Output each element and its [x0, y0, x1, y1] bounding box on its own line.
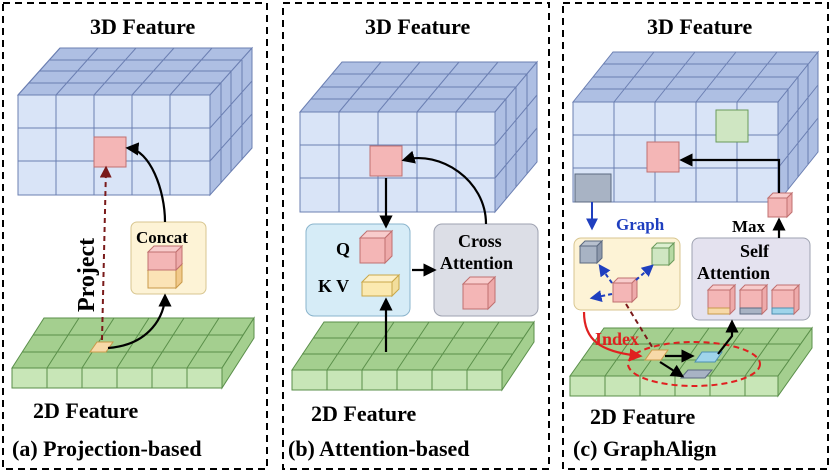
index-arrow: [582, 311, 643, 362]
graph-box: [573, 237, 681, 311]
graph-node-center: [611, 276, 639, 304]
panel-b-bottom-label: 2D Feature: [311, 401, 417, 426]
concat-to-voxel-arrow: [125, 142, 167, 223]
panel-c-top-label: 3D Feature: [647, 14, 753, 39]
index-region-ellipse: [627, 341, 761, 387]
self-attention-stack-1: [706, 283, 737, 316]
pixel-to-gray-arrow: [659, 361, 685, 378]
panel-a-voxel-grid: [16, 46, 254, 197]
q-label: Q: [336, 239, 350, 259]
panel-b-plane: [291, 320, 535, 392]
max-to-voxel-arrow: [679, 153, 781, 193]
plane-to-concat-arrow: [107, 293, 172, 350]
gray-neighbor-voxel: [574, 173, 612, 203]
kv-label: K V: [318, 276, 349, 296]
target-voxel: [369, 145, 403, 177]
self-attention-line2: Attention: [697, 263, 770, 283]
max-label: Max: [732, 217, 766, 236]
target-voxel: [93, 136, 127, 168]
cross-attention-box: Cross Attention: [433, 223, 539, 317]
panel-a-plane: [11, 316, 255, 390]
panel-attention-based: 3D Feature Q K V: [282, 2, 550, 470]
concat-stack: [146, 244, 184, 290]
self-attention-line1: Self: [740, 241, 770, 261]
concat-box: Concat: [130, 221, 207, 295]
project-dashed-arrow: [99, 165, 112, 341]
target-voxel: [646, 141, 680, 173]
panel-a-frame: [2, 2, 268, 470]
panel-graphalign: 3D Feature Graph: [562, 2, 829, 470]
projected-pixel: [89, 341, 114, 353]
qkv-box: Q K V: [305, 223, 411, 317]
panel-c-frame: [562, 2, 829, 470]
panel-c-bottom-label: 2D Feature: [590, 404, 696, 429]
indexed-pixel-gray: [679, 369, 714, 379]
green-neighbor-voxel: [715, 109, 749, 143]
concat-label: Concat: [136, 228, 188, 247]
cross-attention-line2: Attention: [440, 253, 513, 273]
indexed-pixel-center: [644, 349, 669, 361]
project-label: Project: [74, 238, 100, 312]
cross-attention-line1: Cross: [458, 231, 502, 251]
panel-a-bottom-label: 2D Feature: [33, 398, 139, 423]
panel-a-top-label: 3D Feature: [90, 14, 196, 39]
self-attention-box: Self Attention: [691, 237, 811, 321]
self-attention-stack-2: [738, 283, 769, 316]
indexed-pixel-blue: [694, 351, 723, 363]
self-attention-stack-3: [770, 283, 801, 316]
panel-a-caption: (a) Projection-based: [12, 436, 202, 461]
panel-projection-based: 3D Feature Project Concat: [2, 2, 268, 470]
panel-b-voxel-grid: [298, 60, 539, 214]
attention-to-voxel-arrow: [401, 150, 488, 225]
panel-c-voxel-grid: [571, 50, 820, 204]
panel-b-top-label: 3D Feature: [365, 14, 471, 39]
attention-output-cube: [461, 275, 497, 311]
graph-node-gray: [578, 239, 604, 265]
panel-c-caption: (c) GraphAlign: [573, 436, 717, 461]
max-output-cube: [766, 191, 794, 219]
index-label: Index: [595, 329, 639, 349]
panel-b-caption: (b) Attention-based: [288, 436, 470, 461]
query-cube: [358, 229, 394, 265]
graph-node-green: [650, 241, 676, 267]
graph-label: Graph: [616, 215, 665, 234]
plane-to-attention-arrow: [717, 319, 739, 355]
panel-b-frame: [282, 2, 550, 470]
key-value-cube: [360, 273, 401, 298]
